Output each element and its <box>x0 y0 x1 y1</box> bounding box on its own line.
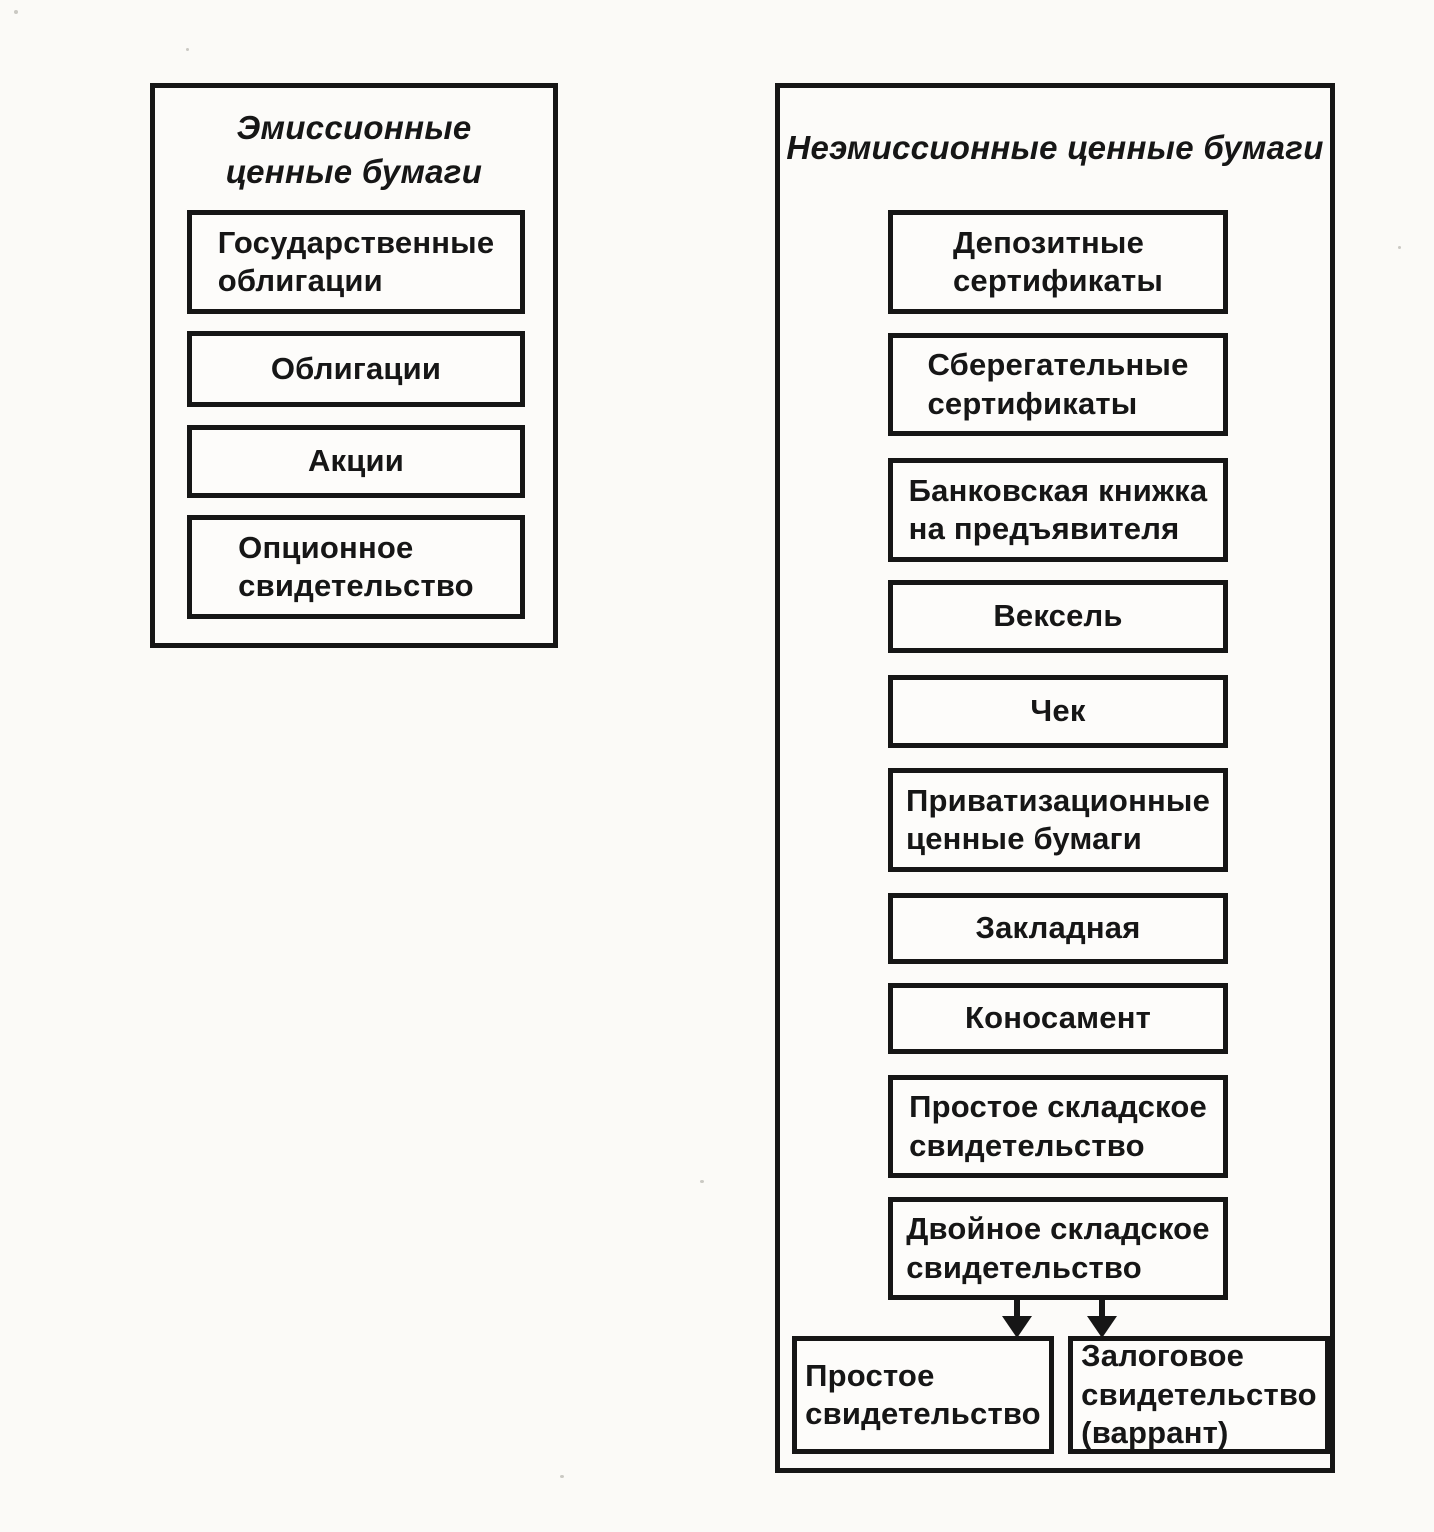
node-privatization-securities: Приватизационные ценные бумаги <box>888 768 1228 872</box>
non-emission-panel-title: Неэмиссионные ценные бумаги <box>786 129 1324 166</box>
node-savings-certificates: Сберегательные сертификаты <box>888 333 1228 436</box>
node-label: Государственные облигации <box>217 224 495 298</box>
arrow-down-to-pledge-certificate <box>1099 1300 1105 1316</box>
node-mortgage-deed: Закладная <box>888 893 1228 964</box>
node-label: Приватизационные ценные бумаги <box>905 782 1211 856</box>
node-label: Залоговое свидетельство (варрант) <box>1081 1338 1317 1451</box>
node-shares: Акции <box>187 425 525 498</box>
node-government-bonds: Государственные облигации <box>187 210 525 314</box>
scan-speckle <box>560 1475 564 1478</box>
scan-speckle <box>700 1180 704 1183</box>
node-label: Двойное складское свидетельство <box>906 1211 1210 1285</box>
node-label: Простое свидетельство <box>805 1357 1041 1431</box>
node-label: Депозитные сертификаты <box>952 224 1164 298</box>
emission-panel-title: Эмиссионные ценные бумаги <box>225 109 483 190</box>
node-double-warehouse-certificate: Двойное складское свидетельство <box>888 1197 1228 1300</box>
node-bearer-bank-book: Банковская книжка на предъявителя <box>888 458 1228 562</box>
node-label: Простое складское свидетельство <box>909 1089 1207 1163</box>
scan-speckle <box>186 48 189 51</box>
non-emission-securities-panel: Неэмиссионные ценные бумаги Депозитные с… <box>775 83 1335 1473</box>
node-bonds: Облигации <box>187 331 525 407</box>
node-cheque: Чек <box>888 675 1228 748</box>
node-label: Закладная <box>975 910 1141 946</box>
node-label: Опционное свидетельство <box>238 529 474 603</box>
node-bill-of-exchange: Вексель <box>888 580 1228 653</box>
node-deposit-certificates: Депозитные сертификаты <box>888 210 1228 314</box>
scan-speckle <box>14 10 18 14</box>
node-label: Банковская книжка на предъявителя <box>908 472 1208 546</box>
node-simple-warehouse-certificate: Простое складское свидетельство <box>888 1075 1228 1178</box>
node-pledge-certificate-warrant: Залоговое свидетельство (варрант) <box>1068 1336 1330 1454</box>
emission-securities-panel: Эмиссионные ценные бумаги Государственны… <box>150 83 558 648</box>
node-label: Коносамент <box>964 1000 1152 1036</box>
arrow-down-to-simple-certificate <box>1014 1300 1020 1316</box>
node-simple-certificate: Простое свидетельство <box>792 1336 1054 1454</box>
node-bill-of-lading: Коносамент <box>888 983 1228 1054</box>
node-option-certificate: Опционное свидетельство <box>187 515 525 619</box>
scan-speckle <box>1398 246 1401 249</box>
node-label: Сберегательные сертификаты <box>927 347 1189 421</box>
node-label: Облигации <box>270 350 442 386</box>
node-label: Чек <box>1030 693 1086 729</box>
node-label: Акции <box>307 443 405 479</box>
node-label: Вексель <box>993 598 1123 634</box>
